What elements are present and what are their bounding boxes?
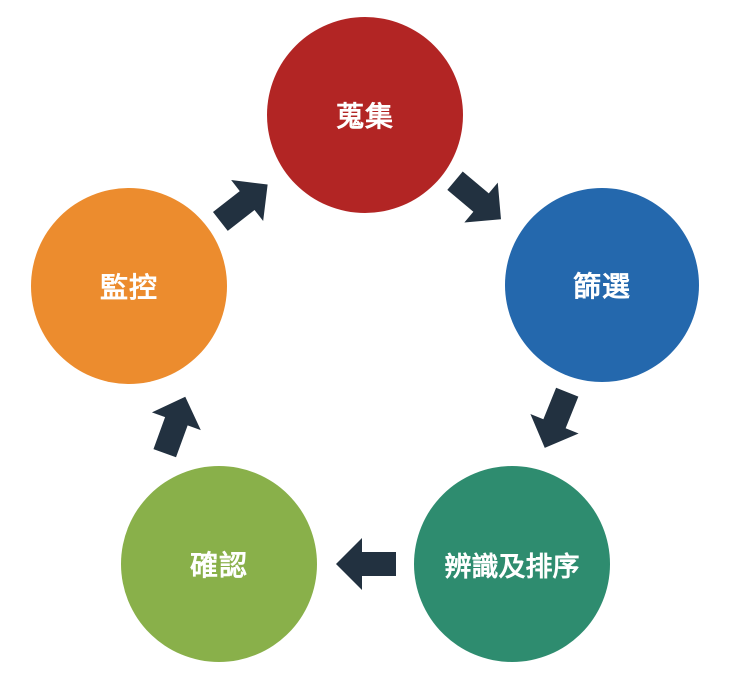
step-collect: 蒐集 [267,17,463,213]
arrow-shape [336,538,396,590]
step-monitor-label: 監控 [99,271,158,304]
step-screen-label: 篩選 [572,270,631,303]
arrow-confirm-to-monitor [151,396,201,458]
step-screen: 篩選 [505,188,699,382]
step-identify-and-rank: 辨識及排序 [414,466,610,662]
arrow-screen-to-identify [530,387,579,448]
step-confirm-label: 確認 [189,549,248,582]
arrow-shape [447,171,501,223]
arrow-monitor-to-collect [212,180,268,231]
arrow-shape [530,387,579,448]
step-identify-label: 辨識及排序 [444,551,580,583]
step-collect-label: 蒐集 [335,100,394,133]
arrow-shape [212,180,268,231]
arrow-shape [151,396,201,458]
arrow-collect-to-screen [447,171,501,223]
arrow-identify-to-confirm [336,538,396,590]
step-confirm: 確認 [121,466,317,662]
step-monitor: 監控 [31,188,227,384]
